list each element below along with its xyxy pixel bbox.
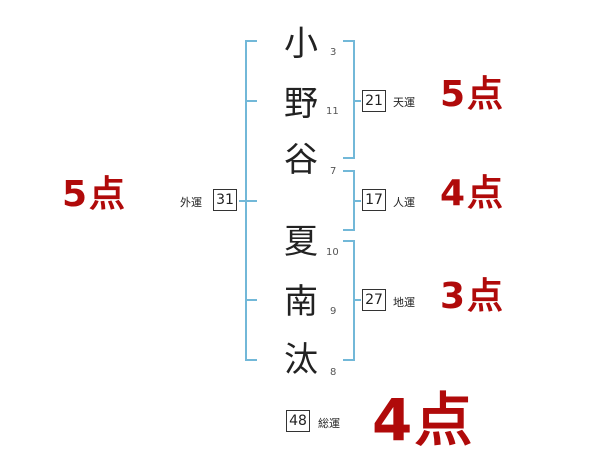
stroke-count: 11 xyxy=(326,106,339,117)
jin-connector xyxy=(353,200,361,202)
chi-bracket-top xyxy=(343,240,355,242)
ten-connector xyxy=(353,100,361,102)
given-char-2: 南 xyxy=(284,282,318,322)
ten-bracket-vertical xyxy=(353,40,355,158)
chi-score: 3点 xyxy=(440,276,506,317)
gai-value-box: 31 xyxy=(213,189,237,211)
left-bracket-tick xyxy=(245,299,257,301)
ten-bracket-bottom xyxy=(343,157,355,159)
chi-connector xyxy=(353,299,361,301)
surname-char-3: 谷 xyxy=(284,140,318,180)
left-bracket-tick xyxy=(245,200,257,202)
jin-bracket-top xyxy=(343,170,355,172)
surname-char-1: 小 xyxy=(284,24,318,64)
stroke-count: 10 xyxy=(326,247,339,258)
gai-score: 5点 xyxy=(62,174,128,215)
left-bracket-tick xyxy=(245,359,257,361)
sou-score: 4点 xyxy=(372,386,475,454)
chi-value-box: 27 xyxy=(362,289,386,311)
gai-label: 外運 xyxy=(180,196,202,209)
left-bracket-tick xyxy=(245,40,257,42)
stroke-count: 7 xyxy=(330,166,337,177)
chi-bracket-bottom xyxy=(343,359,355,361)
stroke-count: 9 xyxy=(330,306,337,317)
ten-value-box: 21 xyxy=(362,90,386,112)
sou-value-box: 48 xyxy=(286,410,310,432)
jin-value-box: 17 xyxy=(362,189,386,211)
ten-bracket-top xyxy=(343,40,355,42)
given-char-1: 夏 xyxy=(284,222,318,262)
left-bracket-tick xyxy=(245,100,257,102)
jin-bracket-bottom xyxy=(343,229,355,231)
surname-char-2: 野 xyxy=(284,84,318,124)
ten-label: 天運 xyxy=(393,96,415,109)
jin-score: 4点 xyxy=(440,173,506,214)
chi-label: 地運 xyxy=(393,296,415,309)
gai-connector xyxy=(239,200,247,202)
stroke-count: 8 xyxy=(330,367,337,378)
jin-label: 人運 xyxy=(393,196,415,209)
ten-score: 5点 xyxy=(440,74,506,115)
given-char-3: 汰 xyxy=(284,340,318,380)
sou-label: 総運 xyxy=(318,417,340,430)
stroke-count: 3 xyxy=(330,47,337,58)
